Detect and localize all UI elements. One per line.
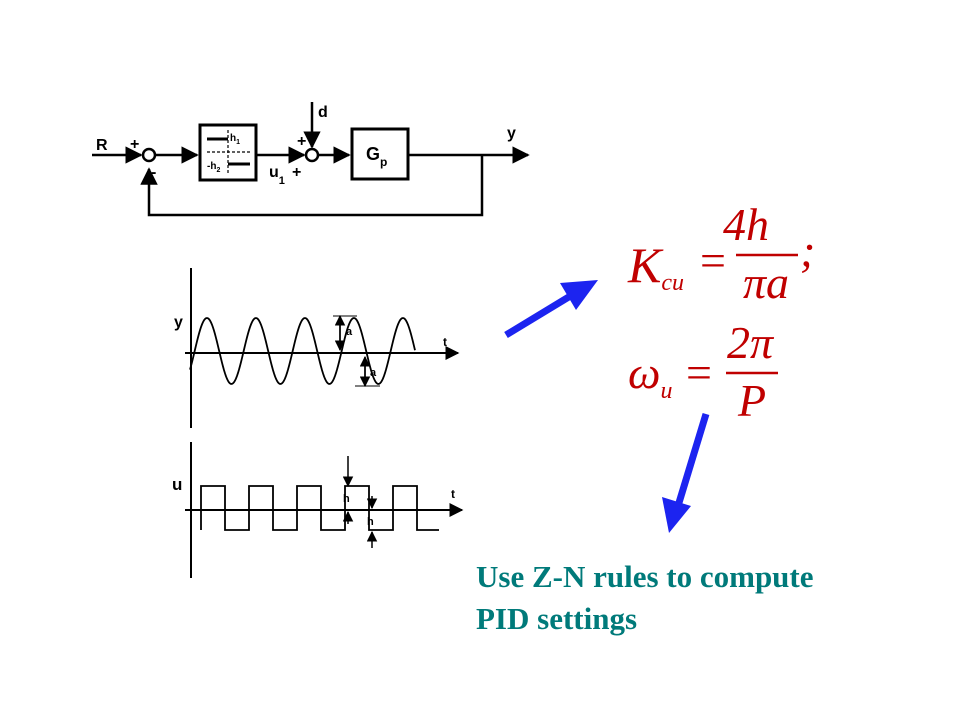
kcu-equals: = (700, 235, 726, 286)
wu-equation: ωu = 2π P (628, 317, 778, 426)
plant-label: Gp (366, 144, 387, 169)
relay-characteristic (207, 130, 250, 174)
summing-junction-2 (304, 147, 320, 163)
u-square-wave (200, 485, 439, 531)
arrow-to-conclusion-head (662, 497, 691, 533)
summing-junction-1 (141, 147, 157, 163)
relay-lo-label: -h2 (207, 161, 220, 174)
y-plot (185, 268, 460, 428)
conclusion-line-1: Use Z-N rules to compute (476, 559, 814, 594)
u-plot-xlabel: t (451, 487, 455, 501)
u-amp-up-label: h (343, 493, 350, 505)
relay-hi-label: h1 (230, 133, 240, 146)
arrow-to-conclusion (674, 412, 710, 508)
block-diagram-labels: R + - h1 -h2 u1 + + d Gp y (96, 104, 516, 187)
y-plot-ylabel: y (174, 314, 183, 331)
kcu-semicolon: ; (800, 225, 815, 276)
ref-label: R (96, 137, 108, 154)
block-diagram (92, 102, 530, 217)
sum1-minus-label: - (151, 164, 156, 181)
wu-denominator: P (737, 375, 766, 426)
y-plot-labels: y t a a (174, 314, 447, 379)
y-plot-xlabel: t (443, 335, 447, 349)
kcu-lhs: Kcu (627, 237, 684, 296)
u-plot-ylabel: u (172, 475, 182, 494)
wu-equals: = (686, 347, 712, 398)
y-sine-wave (189, 317, 416, 385)
conclusion-line-2: PID settings (476, 601, 638, 636)
sum2-plus-bottom-label: + (292, 164, 301, 181)
u-plot (185, 442, 464, 578)
conclusion-text: Use Z-N rules to compute PID settings (476, 556, 916, 640)
kcu-denominator: πa (743, 257, 789, 308)
y-amp-up-label: a (346, 326, 353, 338)
output-label: y (507, 125, 516, 142)
sum1-plus-label: + (130, 136, 139, 153)
y-amp-down-label: a (370, 367, 377, 379)
u1-label: u1 (269, 164, 285, 187)
feedback-line (140, 155, 484, 217)
u-amp-down-label: h (367, 516, 374, 528)
wu-lhs: ωu (628, 347, 672, 404)
sum2-plus-top-label: + (297, 133, 306, 150)
disturbance-label: d (318, 104, 328, 121)
kcu-numerator: 4h (723, 199, 769, 250)
arrow-to-equations (504, 292, 574, 338)
flow-arrows (504, 280, 710, 533)
kcu-equation: Kcu = 4h πa ; (627, 199, 815, 308)
u-plot-labels: u t h h (172, 475, 455, 528)
wu-numerator: 2π (727, 317, 775, 368)
arrow-to-equations-head (560, 280, 598, 310)
